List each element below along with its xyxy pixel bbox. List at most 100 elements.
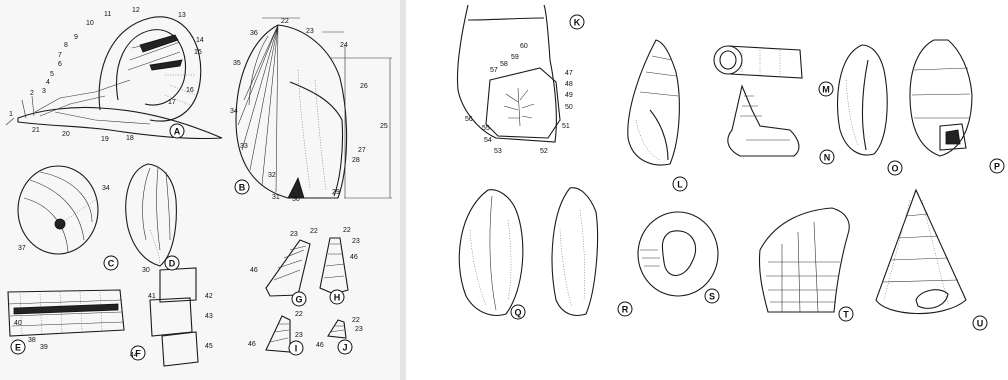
svg-text:S: S — [709, 292, 715, 302]
callout-a-7: 7 — [58, 52, 62, 59]
callout-f-42: 42 — [205, 293, 213, 300]
callout-a-3: 3 — [42, 88, 46, 95]
svg-text:K: K — [574, 18, 581, 28]
callout-h-46: 46 — [350, 254, 358, 261]
callout-a-12: 12 — [132, 7, 140, 14]
callout-f-44: 44 — [130, 352, 138, 359]
callout-k-58: 58 — [500, 61, 508, 68]
callout-f-41: 41 — [148, 293, 156, 300]
callout-g-22: 22 — [310, 228, 318, 235]
caption-k: K — [570, 15, 584, 29]
caption-u: U — [973, 316, 987, 330]
callout-k-59: 59 — [511, 54, 519, 61]
caption-e: E — [11, 340, 25, 354]
callout-d-30: 30 — [142, 267, 150, 274]
caption-t: T — [839, 307, 853, 321]
svg-text:T: T — [843, 310, 849, 320]
callout-b-32: 32 — [268, 172, 276, 179]
caption-m: M — [819, 82, 833, 96]
callout-a-5: 5 — [50, 71, 54, 78]
svg-text:M: M — [822, 85, 830, 95]
svg-text:N: N — [824, 153, 831, 163]
callout-a-19: 19 — [101, 136, 109, 143]
callout-e-40: 40 — [14, 320, 22, 327]
caption-q: Q — [511, 305, 525, 319]
callout-a-15: 15 — [194, 49, 202, 56]
svg-text:B: B — [239, 183, 246, 193]
caption-n: N — [820, 150, 834, 164]
svg-text:D: D — [169, 259, 176, 269]
caption-a: A — [170, 124, 184, 138]
svg-text:P: P — [994, 162, 1000, 172]
callout-b-24: 24 — [340, 42, 348, 49]
svg-text:J: J — [342, 343, 347, 353]
svg-text:I: I — [295, 344, 298, 354]
callout-a-4: 4 — [46, 79, 50, 86]
caption-r: R — [618, 302, 632, 316]
callout-b-36: 36 — [250, 30, 258, 37]
svg-text:E: E — [15, 343, 21, 353]
callout-k-51: 51 — [562, 123, 570, 130]
callout-i-22: 22 — [295, 311, 303, 318]
callout-b-34: 34 — [230, 108, 238, 115]
callout-a-13: 13 — [178, 12, 186, 19]
callout-a-20: 20 — [62, 131, 70, 138]
svg-text:O: O — [891, 164, 898, 174]
svg-text:A: A — [174, 127, 181, 137]
callout-k-53: 53 — [494, 148, 502, 155]
callout-j-23: 23 — [355, 326, 363, 333]
callout-i-46: 46 — [248, 341, 256, 348]
callout-b-22: 22 — [281, 18, 289, 25]
svg-text:C: C — [108, 259, 115, 269]
callout-h-22: 22 — [343, 227, 351, 234]
callout-a-8: 8 — [64, 42, 68, 49]
callout-k-52: 52 — [540, 148, 548, 155]
callout-b-30: 30 — [292, 196, 300, 203]
svg-text:H: H — [334, 293, 341, 303]
callout-b-25: 25 — [380, 123, 388, 130]
callout-j-46: 46 — [316, 342, 324, 349]
callout-b-33: 33 — [240, 143, 248, 150]
callout-a-11: 11 — [104, 11, 111, 18]
callout-k-60: 60 — [520, 43, 528, 50]
callout-k-56: 56 — [465, 116, 473, 123]
callout-a-16: 16 — [186, 87, 194, 94]
caption-s: S — [705, 289, 719, 303]
callout-b-29: 29 — [332, 189, 340, 196]
callout-a-9: 9 — [74, 34, 78, 41]
caption-d: D — [165, 256, 179, 270]
svg-text:U: U — [977, 319, 984, 329]
callout-k-50: 50 — [565, 104, 573, 111]
caption-l: L — [673, 177, 687, 191]
callout-b-23: 23 — [306, 28, 314, 35]
callout-k-57: 57 — [490, 67, 498, 74]
callout-k-48: 48 — [565, 81, 573, 88]
callout-g-46: 46 — [250, 267, 258, 274]
callout-b-31: 31 — [272, 194, 280, 201]
callout-i-23: 23 — [295, 332, 303, 339]
callout-e-39: 39 — [40, 344, 48, 351]
callout-f-43: 43 — [205, 313, 213, 320]
callout-c-37: 37 — [18, 245, 26, 252]
caption-b: B — [235, 180, 249, 194]
callout-b-27: 27 — [358, 147, 366, 154]
callout-b-26: 26 — [360, 83, 368, 90]
svg-text:Q: Q — [514, 308, 521, 318]
page-gutter — [400, 0, 406, 380]
callout-k-54: 54 — [484, 137, 492, 144]
callout-a-1: 1 — [9, 111, 13, 118]
caption-h: H — [330, 290, 344, 304]
caption-i: I — [289, 341, 303, 355]
callout-f-45: 45 — [205, 343, 213, 350]
callout-a-6: 6 — [58, 61, 62, 68]
caption-j: J — [338, 340, 352, 354]
svg-text:R: R — [622, 305, 629, 315]
caption-g: G — [292, 292, 306, 306]
callout-b-28: 28 — [352, 157, 360, 164]
callout-g-23: 23 — [290, 231, 298, 238]
callout-a-18: 18 — [126, 135, 134, 142]
callout-h-23: 23 — [352, 238, 360, 245]
caption-p: P — [990, 159, 1004, 173]
caption-o: O — [888, 161, 902, 175]
